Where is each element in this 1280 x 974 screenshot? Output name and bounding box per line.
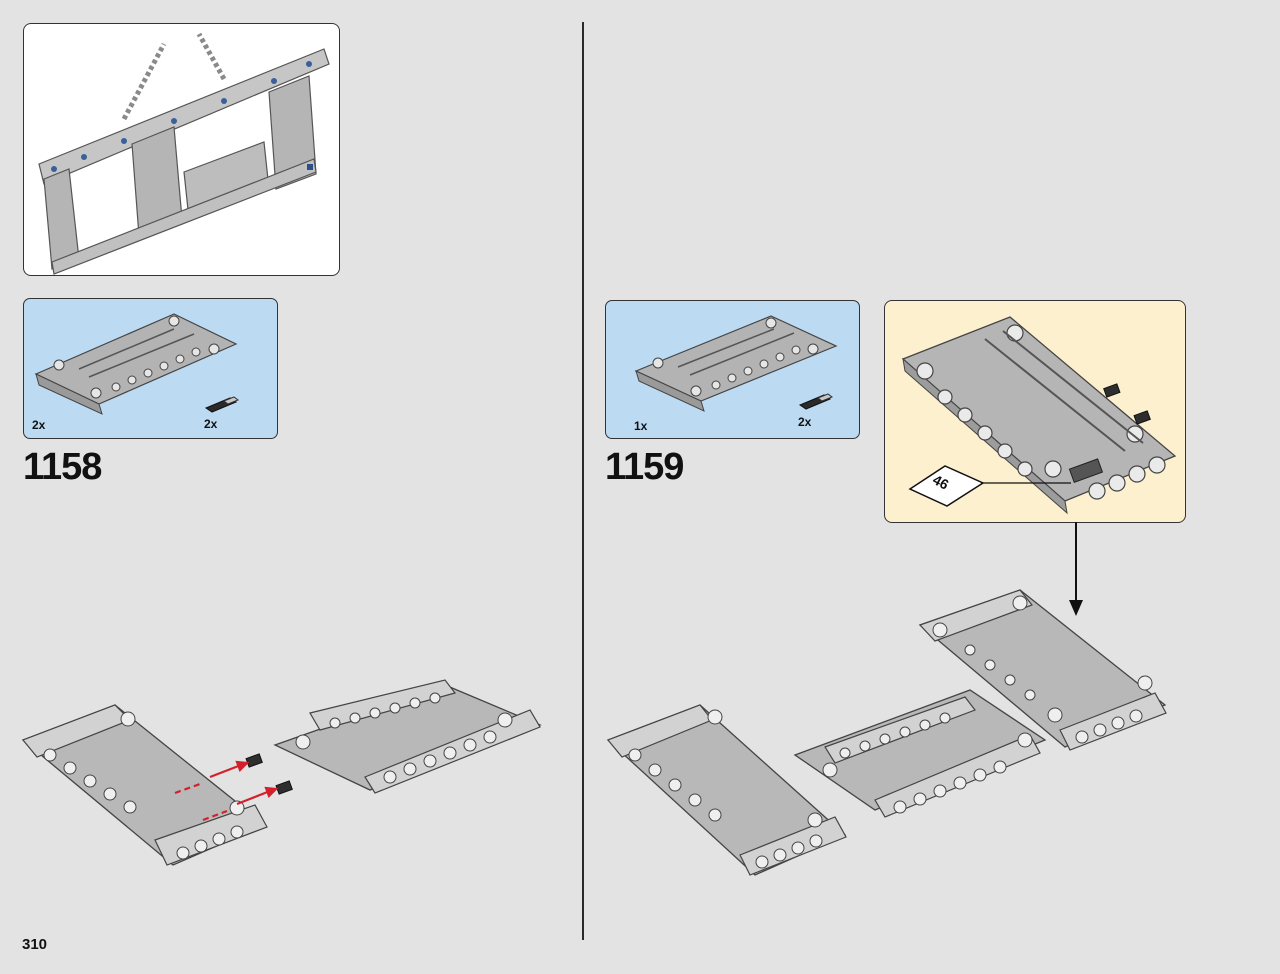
step-1159-assembly-illustration — [606, 589, 1167, 876]
part-qty-2: 2x — [204, 417, 218, 431]
axle-pin-part-icon — [204, 396, 240, 413]
step-number-1158: 1158 — [23, 446, 102, 488]
frame-assembly-illustration — [38, 32, 330, 275]
callout-beam-illustration — [901, 316, 1177, 515]
page-divider — [582, 22, 584, 940]
parts-list-1158: 2x 2x — [23, 298, 278, 439]
part-qty-2: 2x — [798, 415, 812, 429]
callout-box: 46 — [884, 300, 1186, 523]
part-qty-1: 2x — [32, 418, 46, 432]
step-1158-assembly-illustration — [21, 679, 542, 866]
beam-frame-part-icon — [34, 313, 238, 415]
part-qty-1: 1x — [634, 419, 648, 433]
axle-pin-part-icon — [798, 393, 834, 410]
parts-list-1159: 1x 2x — [605, 300, 860, 439]
page-number: 310 — [22, 936, 48, 953]
step-number-1159: 1159 — [605, 446, 684, 488]
submodel-preview — [23, 23, 340, 276]
placement-arrow — [1069, 522, 1083, 616]
beam-frame-part-icon — [634, 315, 838, 412]
